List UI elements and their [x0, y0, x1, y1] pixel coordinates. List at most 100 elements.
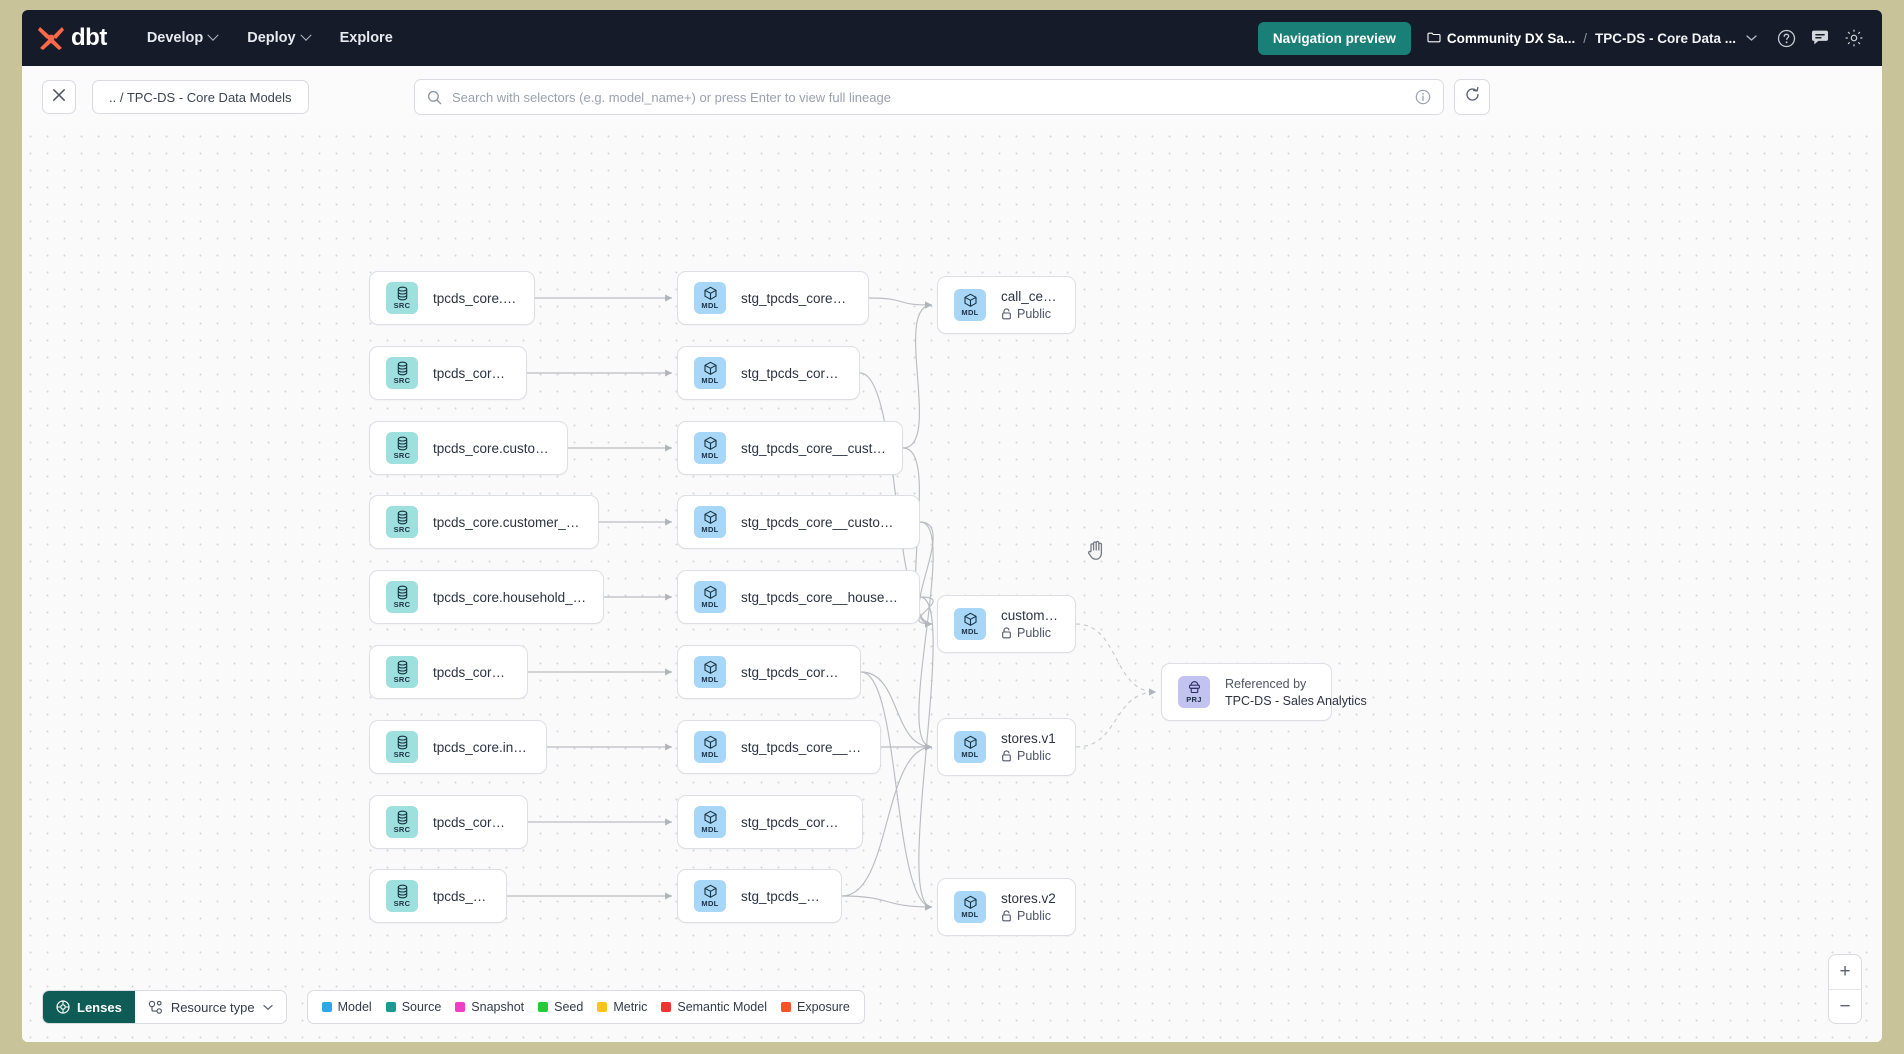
node-text: stg_tpcds_core__inventory	[741, 815, 846, 830]
breadcrumb-project-label[interactable]: TPC-DS - Core Data ...	[1594, 30, 1736, 46]
node-access: Public	[1001, 307, 1059, 321]
refresh-lineage-button[interactable]	[1454, 79, 1490, 115]
node-text: tpcds_core.income_band	[433, 740, 530, 755]
nav-item-deploy[interactable]: Deploy	[247, 29, 312, 46]
info-icon[interactable]	[1415, 89, 1431, 105]
node-text: tpcds_core.household_demographics	[433, 590, 587, 605]
node-access-label: Public	[1017, 749, 1052, 763]
feedback-icon[interactable]	[1810, 29, 1830, 47]
legend-item-model[interactable]: Model	[321, 1000, 372, 1014]
nav-item-explore-label: Explore	[339, 30, 393, 46]
dbt-logo[interactable]: dbt	[36, 24, 107, 52]
node-text: tpcds_core.call_center	[433, 291, 518, 306]
lenses-button[interactable]: Lenses	[43, 991, 135, 1023]
node-text: stg_tpcds_core__customer	[741, 366, 843, 381]
app-window: dbt Develop Deploy Explore Navigation pr…	[22, 10, 1882, 1042]
navigation-preview-button[interactable]: Navigation preview	[1257, 21, 1411, 55]
close-lineage-button[interactable]	[42, 80, 76, 114]
node-title: stg_tpcds_core__date_dim	[741, 664, 844, 680]
node-title: stg_tpcds_core__customer	[741, 365, 843, 381]
node-title: stores.v2	[1001, 891, 1056, 906]
node-title: customers	[1001, 608, 1059, 623]
node-text: tpcds_core.inventory	[433, 815, 511, 830]
resource-type-dropdown[interactable]: Resource type	[134, 991, 286, 1023]
lock-icon	[1001, 910, 1012, 922]
legend-swatch-icon	[321, 1002, 332, 1012]
legend-item-source[interactable]: Source	[385, 1000, 441, 1014]
lineage-node-src-inventory[interactable]: SRC tpcds_core.inventory	[369, 795, 528, 849]
src-badge-icon: SRC	[386, 806, 418, 838]
lineage-search-box[interactable]	[414, 79, 1444, 115]
legend-swatch-icon	[385, 1002, 396, 1012]
account-breadcrumb: Community DX Sa... / TPC-DS - Core Data …	[1427, 31, 1757, 46]
dbt-logo-text: dbt	[71, 24, 107, 51]
zoom-out-button[interactable]: −	[1829, 989, 1861, 1023]
lock-icon	[1001, 308, 1012, 320]
lineage-node-mdl-customer-demographics[interactable]: MDLstg_tpcds_core__customer_demogra…	[677, 495, 920, 549]
resource-type-label: Resource type	[170, 999, 255, 1015]
mdl-badge-icon: MDL	[694, 656, 726, 688]
nav-item-deploy-label: Deploy	[247, 30, 296, 46]
lineage-edges	[506, 294, 1157, 911]
lineage-node-mdl-date-dim[interactable]: MDL stg_tpcds_core__date_dim	[677, 645, 861, 699]
gear-icon[interactable]	[1844, 28, 1864, 48]
legend-item-metric[interactable]: Metric	[597, 1000, 647, 1014]
legend-label: Snapshot	[471, 1000, 525, 1014]
lineage-node-mdl-household-demographics[interactable]: MDLstg_tpcds_core__household_demogr…	[677, 570, 920, 624]
legend-item-semantic-model[interactable]: Semantic Model	[661, 1000, 767, 1014]
breadcrumb-chevron-down-icon[interactable]	[1746, 34, 1757, 42]
lineage-breadcrumb-pill[interactable]: .. / TPC-DS - Core Data Models	[92, 80, 309, 114]
src-badge-icon: SRC	[386, 506, 418, 538]
lineage-node-src-customer[interactable]: SRC tpcds_core.customer	[369, 346, 527, 400]
legend-item-exposure[interactable]: Exposure	[780, 1000, 850, 1014]
legend-swatch-icon	[780, 1002, 791, 1012]
help-icon[interactable]	[1777, 29, 1796, 48]
mdl-badge-icon: MDL	[954, 731, 986, 763]
src-badge-icon: SRC	[386, 581, 418, 613]
nav-item-develop[interactable]: Develop	[147, 29, 219, 46]
node-title: stg_tpcds_core__income_band	[741, 739, 864, 755]
node-title: tpcds_core.customer_demographics	[433, 514, 582, 530]
src-badge-icon: SRC	[386, 357, 418, 389]
node-title: stg_tpcds_core__customer_address	[741, 440, 886, 456]
lineage-bottom-bar: Lenses Resource type	[42, 990, 865, 1024]
node-text: tpcds_core.customer	[433, 366, 510, 381]
legend-label: Metric	[613, 1000, 648, 1014]
breadcrumb-account[interactable]: Community DX Sa...	[1427, 31, 1575, 46]
legend-label: Exposure	[796, 1000, 850, 1014]
search-input[interactable]	[452, 89, 1405, 105]
breadcrumb-separator: /	[1583, 30, 1587, 46]
legend-item-snapshot[interactable]: Snapshot	[455, 1000, 524, 1014]
node-text: stg_tpcds_core__call_center	[741, 291, 852, 306]
lineage-canvas[interactable]: SRCtpcds_core.call_centerSRCtpcds_core.c…	[22, 128, 1882, 1042]
nav-item-explore[interactable]: Explore	[340, 30, 393, 46]
node-text: tpcds_core.customer_demographics	[433, 515, 582, 530]
node-text: call_centersPublic	[1001, 289, 1059, 321]
legend-item-seed[interactable]: Seed	[538, 1000, 583, 1014]
src-badge-icon: SRC	[386, 880, 418, 912]
refresh-icon	[1464, 86, 1481, 108]
lineage-node-src-customer-demographics[interactable]: SRC tpcds_core.customer_demographics	[369, 495, 599, 549]
chevron-down-icon	[299, 29, 312, 41]
zoom-in-button[interactable]: +	[1839, 961, 1851, 982]
legend-label: Semantic Model	[677, 1000, 767, 1014]
lineage-node-src-household-demographics[interactable]: SRC tpcds_core.household_demographics	[369, 570, 604, 624]
